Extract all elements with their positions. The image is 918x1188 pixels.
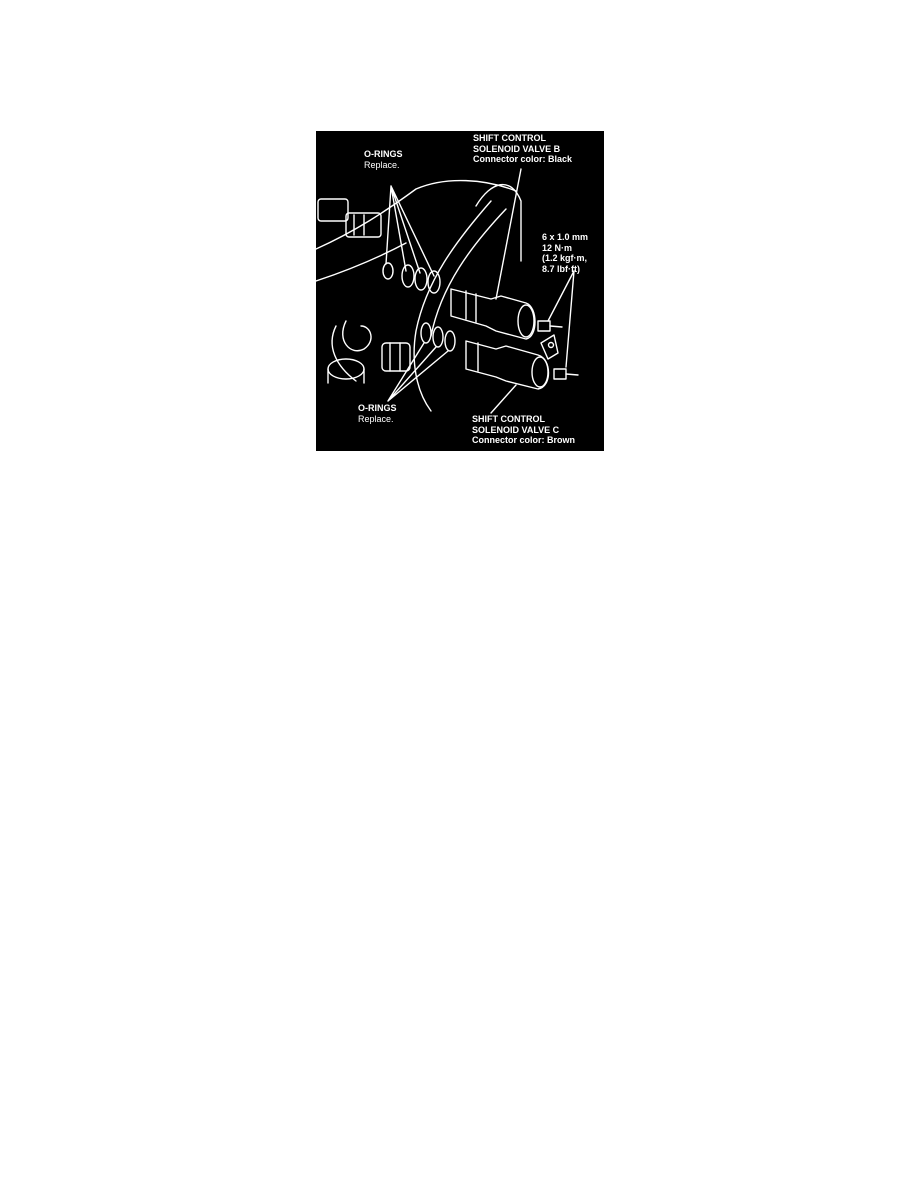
o-ring [427, 270, 441, 294]
solenoid-valve-diagram: O-RINGS Replace. SHIFT CONTROL SOLENOID … [316, 131, 604, 451]
bolt-lbf: 8.7 lbf·ft) [542, 263, 580, 274]
housing-outline-2 [316, 242, 407, 282]
valve-b-line2: SOLENOID VALVE B [473, 143, 561, 154]
bolt-kgf: (1.2 kgf·m, [542, 253, 588, 263]
leader-valve-b [495, 168, 522, 300]
o-ring [432, 326, 444, 348]
transmission-housing-outline [316, 179, 517, 250]
leader-bolts [547, 270, 575, 368]
bolt-spec-callout: 6 x 1.0 mm 12 N·m (1.2 kgf·m, 8.7 lbf·ft… [542, 232, 588, 274]
valve-c-line2: SOLENOID VALVE C [472, 424, 560, 435]
pipe-curve [413, 200, 492, 412]
bolt-size: 6 x 1.0 mm [542, 232, 589, 242]
solenoid-valve-b [450, 288, 536, 340]
leader-valve-c [490, 384, 517, 414]
o-ring [444, 330, 456, 352]
leader-o-rings-top [385, 185, 435, 277]
o-rings-top-title: O-RINGS [364, 149, 403, 159]
valve-c-line1: SHIFT CONTROL [472, 414, 545, 424]
o-rings-top-note: Replace. [364, 159, 400, 170]
o-rings-bottom-note: Replace. [358, 413, 394, 424]
o-ring [414, 267, 428, 291]
o-ring [401, 264, 415, 288]
fitting-connector [345, 212, 382, 238]
o-rings-bottom-title: O-RINGS [358, 403, 397, 413]
o-ring [420, 322, 432, 344]
pipe-curve-2 [430, 208, 507, 337]
fitting-upper-left [317, 198, 349, 222]
o-rings-bottom-callout: O-RINGS Replace. [358, 403, 397, 424]
bolt-torque: 12 N·m [542, 242, 573, 253]
valve-bracket [540, 334, 559, 360]
valve-b-callout: SHIFT CONTROL SOLENOID VALVE B Connector… [473, 133, 572, 165]
bolt-lower [553, 368, 579, 380]
valve-c-line3: Connector color: Brown [472, 435, 575, 445]
hose-cap [327, 358, 365, 380]
fitting-lower-left [381, 342, 411, 372]
bolt-upper [537, 320, 563, 332]
leader-o-rings-bottom [387, 342, 449, 402]
valve-c-callout: SHIFT CONTROL SOLENOID VALVE C Connector… [472, 414, 575, 446]
o-ring [382, 262, 394, 280]
hose-loop [342, 320, 372, 352]
cable-loop [475, 183, 522, 262]
valve-b-line1: SHIFT CONTROL [473, 133, 546, 143]
valve-b-line3: Connector color: Black [473, 154, 573, 164]
o-rings-top-callout: O-RINGS Replace. [364, 149, 403, 170]
diagram-drawing [316, 168, 579, 414]
housing-outline-3 [331, 325, 357, 382]
